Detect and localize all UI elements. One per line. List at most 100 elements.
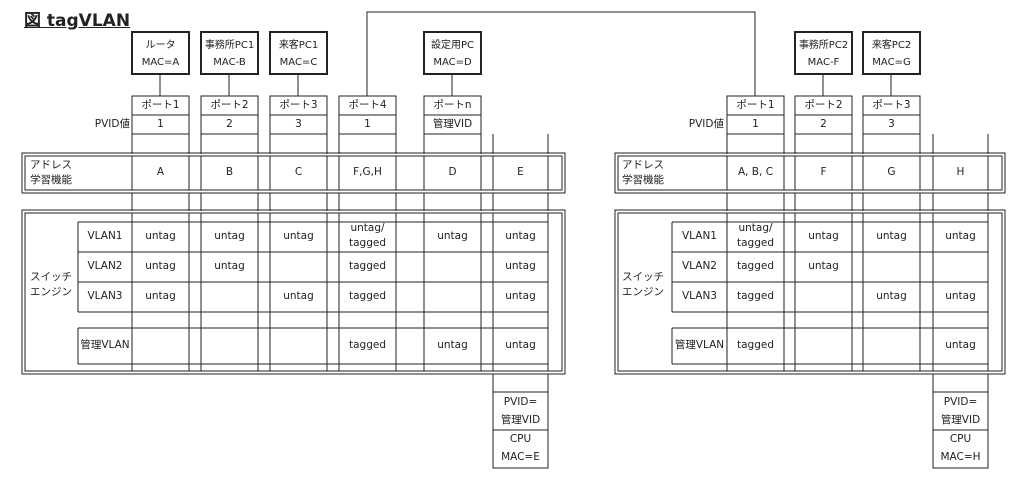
device-name: 設定用PC <box>430 40 474 51</box>
vlan-cell: untag <box>505 260 536 273</box>
vlan-cell: tagged <box>736 290 774 303</box>
sw2-cpu-box <box>932 374 989 469</box>
vlan-cell: untag <box>437 230 468 243</box>
vlan-cell <box>201 282 258 312</box>
device-mac: MAC-B <box>213 56 246 68</box>
vlan-cell <box>863 328 920 364</box>
vlan-cell <box>424 252 481 282</box>
label-line: 学習機能 <box>622 174 664 187</box>
label-line: スイッチ <box>30 271 72 283</box>
address-value: F,G,H <box>353 166 382 179</box>
vlan-cell <box>270 252 327 282</box>
port-pvid: 1 <box>752 117 759 130</box>
port-name: ポート1 <box>736 98 775 111</box>
cpu-mac: MAC=H <box>940 451 981 464</box>
vlan-name: 管理VLAN <box>674 339 725 352</box>
sw2-address-label: アドレス 学習機能 <box>622 156 722 192</box>
address-value: E <box>517 166 524 179</box>
vlan-cell: untag <box>808 260 839 273</box>
port-pvid: 1 <box>364 117 371 130</box>
vlan-cell: tagged <box>348 290 386 303</box>
vlan-name: VLAN1 <box>682 230 717 243</box>
address-value: C <box>294 166 303 179</box>
sw1-address-label: アドレス 学習機能 <box>30 156 130 192</box>
port-name: ポート2 <box>804 98 843 111</box>
label-line: 学習機能 <box>30 174 72 187</box>
sw1-address-table <box>21 152 566 211</box>
sw2-device-links <box>822 74 892 96</box>
device-name: 来客PC1 <box>278 40 319 51</box>
vlan-name: VLAN2 <box>682 260 717 273</box>
sw2-port-tables <box>726 95 989 154</box>
trunk-link <box>366 11 756 96</box>
vlan-name: 管理VLAN <box>80 339 130 352</box>
sw1-switch-engine-label: スイッチ エンジン <box>30 270 76 306</box>
sw2-address-table <box>614 152 1006 211</box>
port-pvid: 2 <box>226 117 233 130</box>
vlan-cell: untag/ tagged <box>736 221 774 249</box>
sw1-device-links <box>159 74 453 96</box>
device-router: ルータ MAC=A <box>132 40 189 69</box>
sw2-switch-engine-label: スイッチ エンジン <box>622 270 670 306</box>
vlan-cell <box>132 328 189 364</box>
vlan-cell <box>795 282 852 312</box>
vlan-cell <box>201 328 258 364</box>
port-pvid: 2 <box>820 117 827 130</box>
vlan-cell: untag/ tagged <box>348 221 386 249</box>
vlan-cell: untag <box>145 260 176 273</box>
sw1-pvid-label: PVID値 <box>94 117 130 130</box>
vlan-cell: tagged <box>348 260 386 273</box>
device-name: 事務所PC1 <box>204 40 255 51</box>
device-office-pc1: 事務所PC1 MAC-B <box>201 40 258 69</box>
vlan-cell: untag <box>283 230 314 243</box>
vlan-cell <box>933 252 988 282</box>
port-name: ポートn <box>433 98 472 111</box>
address-value: A, B, C <box>737 166 774 179</box>
cpu-label: CPU <box>949 433 972 446</box>
vlan-name: VLAN2 <box>87 260 123 273</box>
vlan-name: VLAN1 <box>87 230 123 243</box>
address-value: A <box>156 166 165 179</box>
device-office-pc2: 事務所PC2 MAC-F <box>795 40 852 69</box>
device-mac: MAC=D <box>433 56 472 68</box>
label-line: エンジン <box>622 286 664 299</box>
address-value: H <box>956 166 965 179</box>
address-value: B <box>225 166 234 179</box>
sw1-switch-engine <box>21 209 566 375</box>
device-setup-pc: 設定用PC MAC=D <box>424 40 481 69</box>
device-mac: MAC=A <box>141 56 180 68</box>
port-name: ポート2 <box>210 98 249 111</box>
label-line: アドレス <box>30 159 72 171</box>
device-name: ルータ <box>145 40 176 51</box>
port-pvid: 管理VID <box>432 117 473 130</box>
address-value: F <box>820 166 827 179</box>
address-value: D <box>448 166 457 179</box>
vlan-cell <box>424 282 481 312</box>
vlan-cell: untag <box>945 339 976 352</box>
port-name: ポート3 <box>872 98 911 111</box>
vlan-cell: untag <box>808 230 839 243</box>
figure-title: 図 tagVLAN <box>24 11 131 31</box>
port-name: ポート3 <box>279 98 318 111</box>
device-mac: MAC=G <box>872 56 911 68</box>
port-pvid: 1 <box>157 117 164 130</box>
vlan-cell <box>270 328 327 364</box>
vlan-cell: untag <box>945 290 976 303</box>
label-line: エンジン <box>30 286 72 299</box>
device-mac: MAC=C <box>279 56 318 68</box>
device-name: 来客PC2 <box>871 40 912 51</box>
cpu-pvid: PVID= <box>943 396 978 409</box>
cpu-mac: MAC=E <box>501 451 540 464</box>
vlan-cell: untag <box>437 339 468 352</box>
vlan-cell: tagged <box>736 339 774 352</box>
address-value: G <box>887 166 896 179</box>
device-name: 事務所PC2 <box>798 40 849 51</box>
vlan-cell: untag <box>214 230 245 243</box>
cpu-pvid: PVID= <box>503 396 538 409</box>
cpu-vid: 管理VID <box>500 414 541 427</box>
device-guest-pc1: 来客PC1 MAC=C <box>270 40 327 69</box>
vlan-cell: tagged <box>736 260 774 273</box>
sw1-port-tables <box>131 95 549 154</box>
vlan-name: VLAN3 <box>87 290 123 303</box>
